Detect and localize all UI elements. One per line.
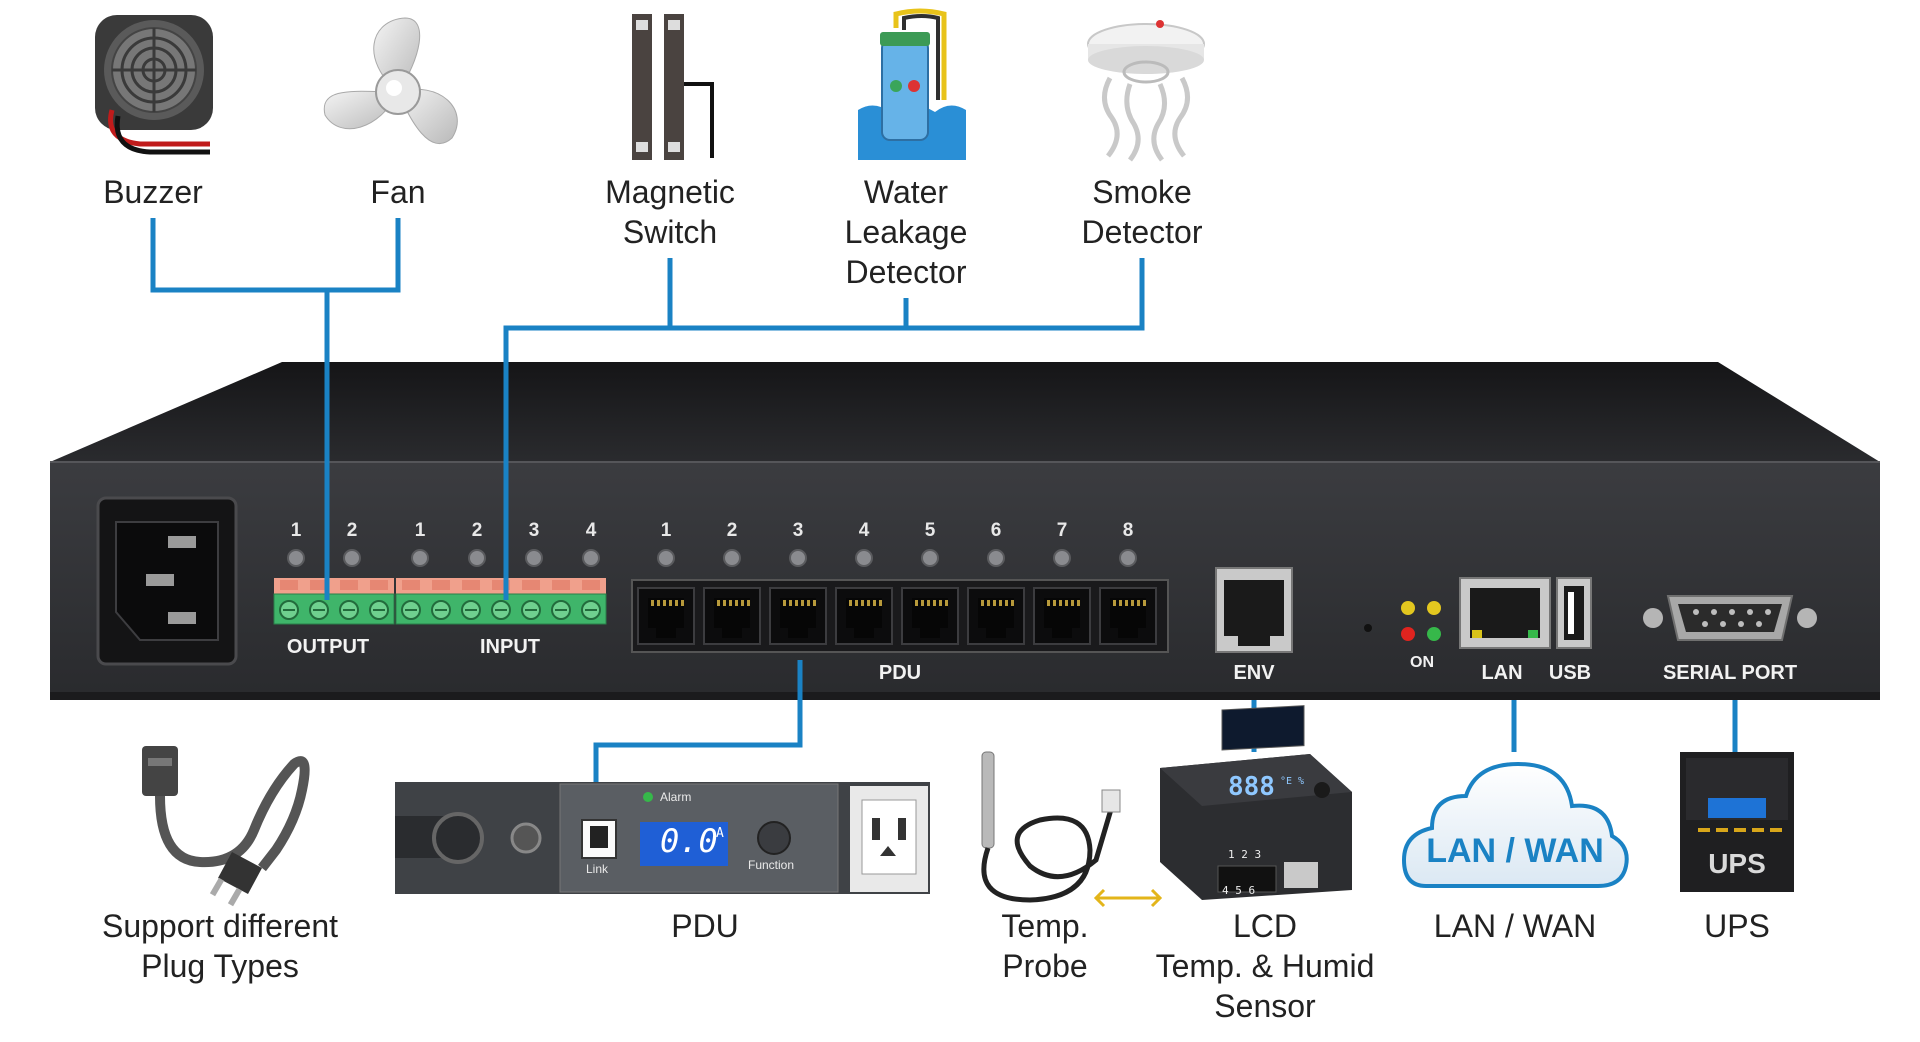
- lcd-sensor-icon: [1160, 705, 1352, 900]
- usb-label: USB: [1548, 662, 1592, 684]
- water-leakage-label: Water Leakage Detector: [844, 174, 968, 290]
- pdu-current-reading: 0.0: [660, 822, 718, 860]
- ups-icon: [1680, 752, 1794, 892]
- status-led: [921, 549, 939, 567]
- output-terminal-block[interactable]: [273, 578, 395, 625]
- pdu-rj45-port[interactable]: [967, 587, 1025, 645]
- pdu-rj45-port[interactable]: [1033, 587, 1091, 645]
- status-led: [1119, 549, 1137, 567]
- terminal-blocks: [273, 578, 607, 625]
- magnetic-switch-icon: [632, 14, 714, 160]
- input-port-number: 1: [414, 520, 426, 541]
- output-label: OUTPUT: [286, 636, 370, 658]
- status-led: [287, 549, 305, 567]
- pdu-function-text: Function: [748, 858, 795, 872]
- plug-types-label: Support different Plug Types: [101, 908, 338, 984]
- output-port-number: 2: [346, 520, 358, 541]
- pdu-port-number: 7: [1056, 520, 1068, 541]
- ups-text: UPS: [1708, 848, 1766, 879]
- status-led: [657, 549, 675, 567]
- temp-probe-label: Temp. Probe: [1001, 908, 1089, 984]
- lcd-units: °E %: [1280, 776, 1305, 787]
- input-port-number: 3: [528, 520, 540, 541]
- pdu-label: PDU: [878, 662, 922, 684]
- lcd-sensor-label: LCD Temp. & Humid Sensor: [1155, 908, 1375, 1024]
- port-status-leds: [287, 549, 1137, 567]
- pdu-rj45-port[interactable]: [1099, 587, 1157, 645]
- pdu-port-number: 6: [990, 520, 1002, 541]
- magnetic-switch-label: Magnetic Switch: [605, 174, 735, 250]
- lcd-row-numbers-2: 4 5 6: [1222, 884, 1256, 897]
- serial-port[interactable]: [1643, 595, 1817, 641]
- input-terminal-block[interactable]: [395, 578, 607, 625]
- pdu-port-number: 1: [660, 520, 672, 541]
- pdu-port-number: 3: [792, 520, 804, 541]
- status-led: [582, 549, 600, 567]
- fan-icon: [323, 17, 458, 145]
- lan-wan-label: LAN / WAN: [1433, 908, 1597, 944]
- status-led: [855, 549, 873, 567]
- status-led: [525, 549, 543, 567]
- lan-label: LAN: [1481, 662, 1523, 684]
- pdu-link-text: Link: [586, 862, 609, 876]
- status-led: [411, 549, 429, 567]
- cloud-icon: [1401, 761, 1629, 888]
- status-led: [1053, 549, 1071, 567]
- serial-port-label: SERIAL PORT: [1662, 662, 1798, 684]
- status-led: [723, 549, 741, 567]
- env-port[interactable]: [1215, 567, 1293, 653]
- ups-label: UPS: [1704, 908, 1770, 944]
- water-leak-icon: [858, 8, 966, 160]
- usb-port[interactable]: [1556, 577, 1592, 649]
- status-led: [343, 549, 361, 567]
- lcd-reading: 888: [1228, 772, 1275, 802]
- input-port-number: 2: [471, 520, 483, 541]
- output-port-number: 1: [290, 520, 302, 541]
- pdu-port-number: 2: [726, 520, 738, 541]
- cloud-text: LAN / WAN: [1426, 832, 1604, 870]
- buzzer-icon: [95, 15, 213, 155]
- power-inlet: [96, 496, 238, 666]
- power-status-leds: [1364, 601, 1441, 641]
- pdu-rj45-port[interactable]: [637, 587, 695, 645]
- env-label: ENV: [1233, 662, 1275, 684]
- on-label: ON: [1410, 654, 1434, 671]
- pdu-alarm-text: Alarm: [660, 790, 692, 804]
- pdu-port-number: 4: [858, 520, 870, 541]
- lan-port[interactable]: [1459, 577, 1551, 649]
- pdu-rj45-port[interactable]: [835, 587, 893, 645]
- status-led: [789, 549, 807, 567]
- pdu-rj45-port[interactable]: [703, 587, 761, 645]
- pdu-strip-icon: [395, 782, 930, 894]
- pdu-port-number: 8: [1122, 520, 1134, 541]
- temp-probe-icon: [981, 751, 1163, 908]
- fan-label: Fan: [370, 174, 426, 210]
- status-led: [468, 549, 486, 567]
- input-port-number: 4: [585, 520, 597, 541]
- status-led: [987, 549, 1005, 567]
- pdu-current-unit: A: [716, 826, 724, 841]
- input-label: INPUT: [480, 636, 540, 658]
- buzzer-label: Buzzer: [103, 174, 203, 210]
- smoke-detector-label: Smoke Detector: [1081, 174, 1203, 250]
- pdu-peripheral-label: PDU: [671, 908, 739, 944]
- power-cord-icon: [142, 746, 310, 907]
- pdu-rj45-port[interactable]: [769, 587, 827, 645]
- lcd-row-numbers: 1 2 3: [1228, 848, 1262, 861]
- smoke-detector-icon: [1087, 20, 1205, 162]
- pdu-rj45-ports: [631, 579, 1169, 653]
- pdu-port-number: 5: [924, 520, 936, 541]
- pdu-rj45-port[interactable]: [901, 587, 959, 645]
